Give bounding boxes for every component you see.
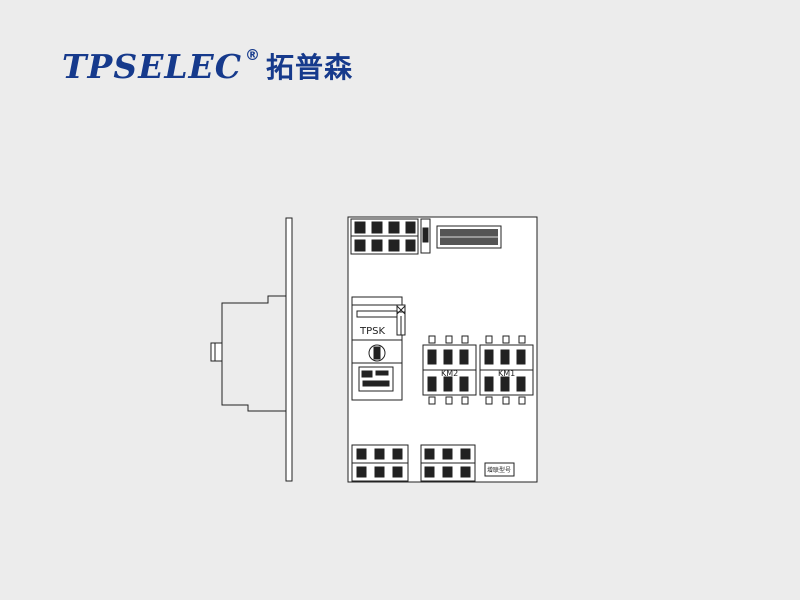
model-tag: 增联型号 [484,462,515,477]
side-knob [210,342,223,362]
side-body-outline [221,295,286,412]
contactor-km2: KM2 [422,335,477,405]
terminal-block-top [350,218,419,255]
contactor-km1: KM1 [479,335,534,405]
brand-chinese-name: 拓普森 [265,51,353,84]
side-view [210,217,293,482]
km2-label: KM2 [441,369,458,378]
brand-name: TPSELEC [62,47,242,86]
terminal-block-bottom-right [420,444,476,482]
mounting-plate [285,217,293,482]
controller-label: TPSK [359,326,385,337]
terminal-block-bottom-left [351,444,409,482]
registered-mark: ® [244,46,260,64]
fuse-holder [420,218,431,254]
model-tag-label: 增联型号 [487,466,511,474]
tpsk-controller: TPSK [351,296,406,401]
wiring-terminal-strip [436,225,502,249]
front-view: TPSK [347,216,538,483]
km1-label: KM1 [498,369,515,378]
logo: TPSELEC ® 拓普森 [62,46,353,88]
